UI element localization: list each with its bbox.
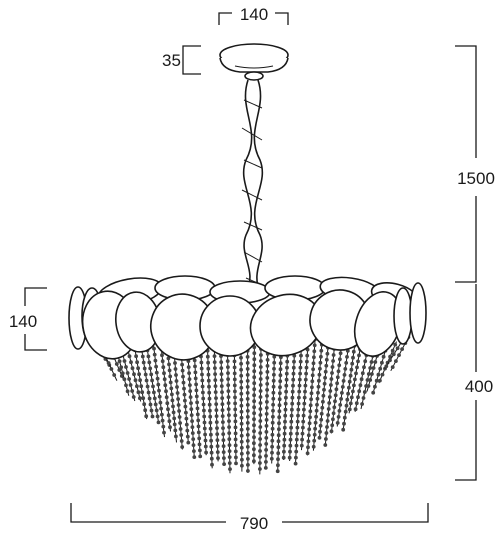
canopy-height-label: 35 <box>162 51 181 70</box>
overall-width-label: 790 <box>240 514 268 533</box>
canopy <box>219 43 289 81</box>
shade-height-dimension: 140 <box>9 287 47 351</box>
canopy-width-label: 140 <box>240 5 268 24</box>
overall-width-dimension: 790 <box>70 503 429 533</box>
canopy-width-dimension: 140 <box>218 5 289 25</box>
overall-height-label: 1500 <box>457 169 495 188</box>
canopy-height-dimension: 35 <box>162 45 201 75</box>
body-height-dimension: 400 <box>455 284 493 481</box>
body-height-label: 400 <box>465 377 493 396</box>
overall-height-dimension: 1500 <box>455 45 495 283</box>
chain <box>241 79 264 293</box>
crystal-strands <box>91 333 411 475</box>
shade-height-label: 140 <box>9 312 37 331</box>
front-petals <box>68 282 427 361</box>
